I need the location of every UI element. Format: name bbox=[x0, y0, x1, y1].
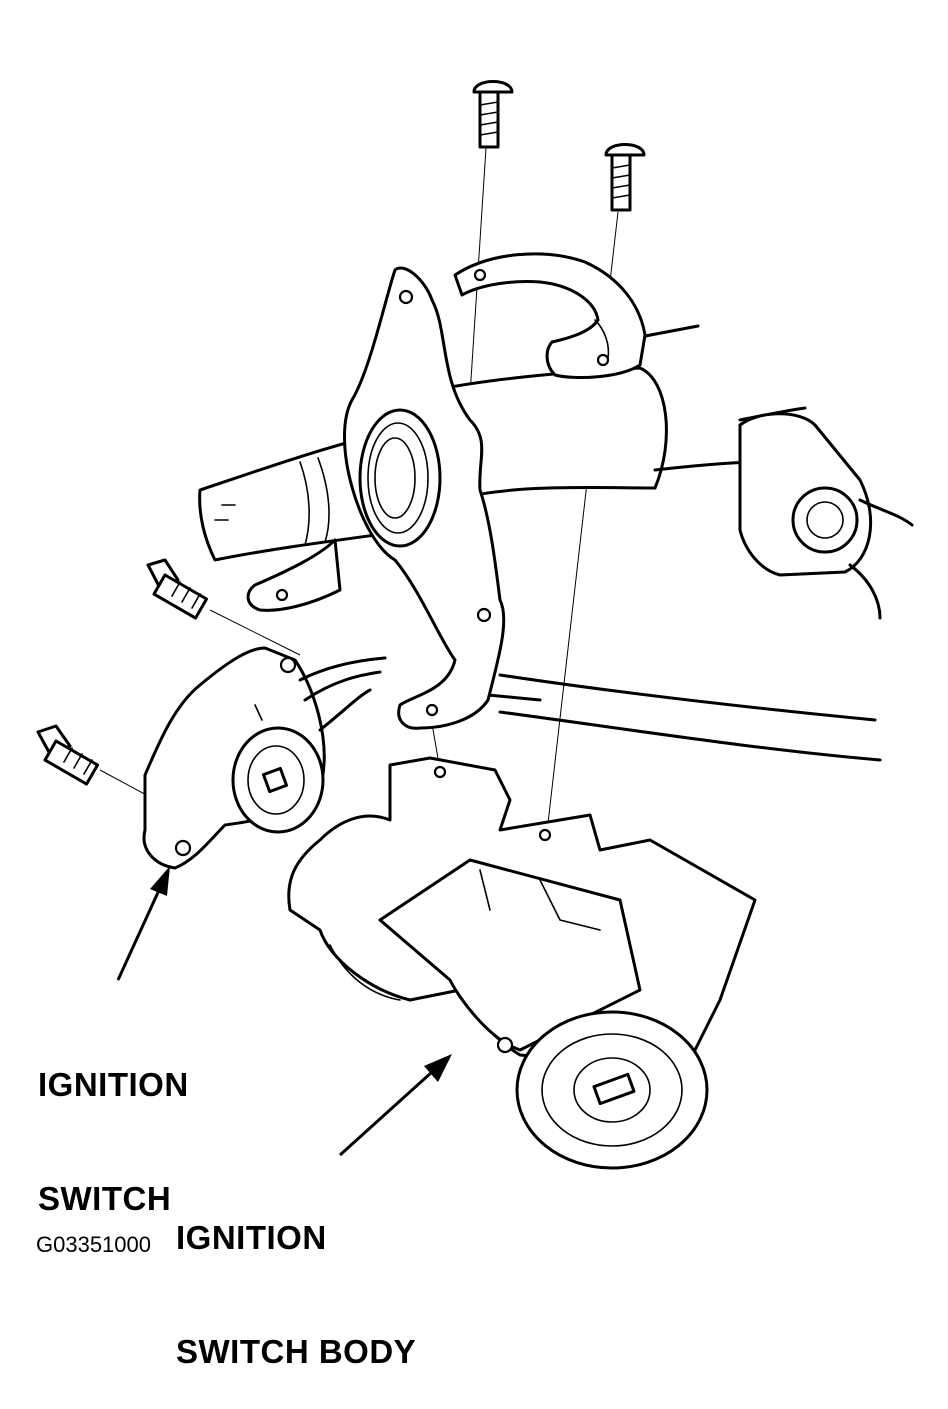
ignition-switch-body-label-line-2: SWITCH BODY bbox=[176, 1333, 417, 1370]
figure-code: G03351000 bbox=[36, 1232, 151, 1257]
upper-clamp bbox=[453, 252, 647, 380]
ignition-switch-body-label-line-1: IGNITION bbox=[176, 1219, 327, 1256]
exploded-view-diagram bbox=[36, 80, 914, 1170]
ignition-switch-body bbox=[287, 756, 757, 1170]
arrow-ignition-switch-body bbox=[338, 1054, 452, 1157]
screw-top-left bbox=[472, 80, 514, 149]
steering-joint bbox=[738, 412, 914, 620]
wire-harness bbox=[486, 673, 882, 762]
screw-top-right bbox=[604, 143, 646, 212]
ignition-switch-label: IGNITION SWITCH bbox=[38, 990, 189, 1256]
ignition-switch-label-line-2: SWITCH bbox=[38, 1180, 172, 1217]
ignition-switch-label-line-1: IGNITION bbox=[38, 1066, 189, 1103]
screw-upper-left bbox=[146, 558, 209, 620]
arrow-ignition-switch bbox=[116, 866, 170, 981]
screw-lower-left bbox=[36, 724, 100, 786]
ignition-switch-body-label: IGNITION SWITCH BODY bbox=[176, 1143, 416, 1409]
ignition-switch bbox=[142, 646, 387, 870]
shaft-bearing bbox=[358, 408, 442, 548]
